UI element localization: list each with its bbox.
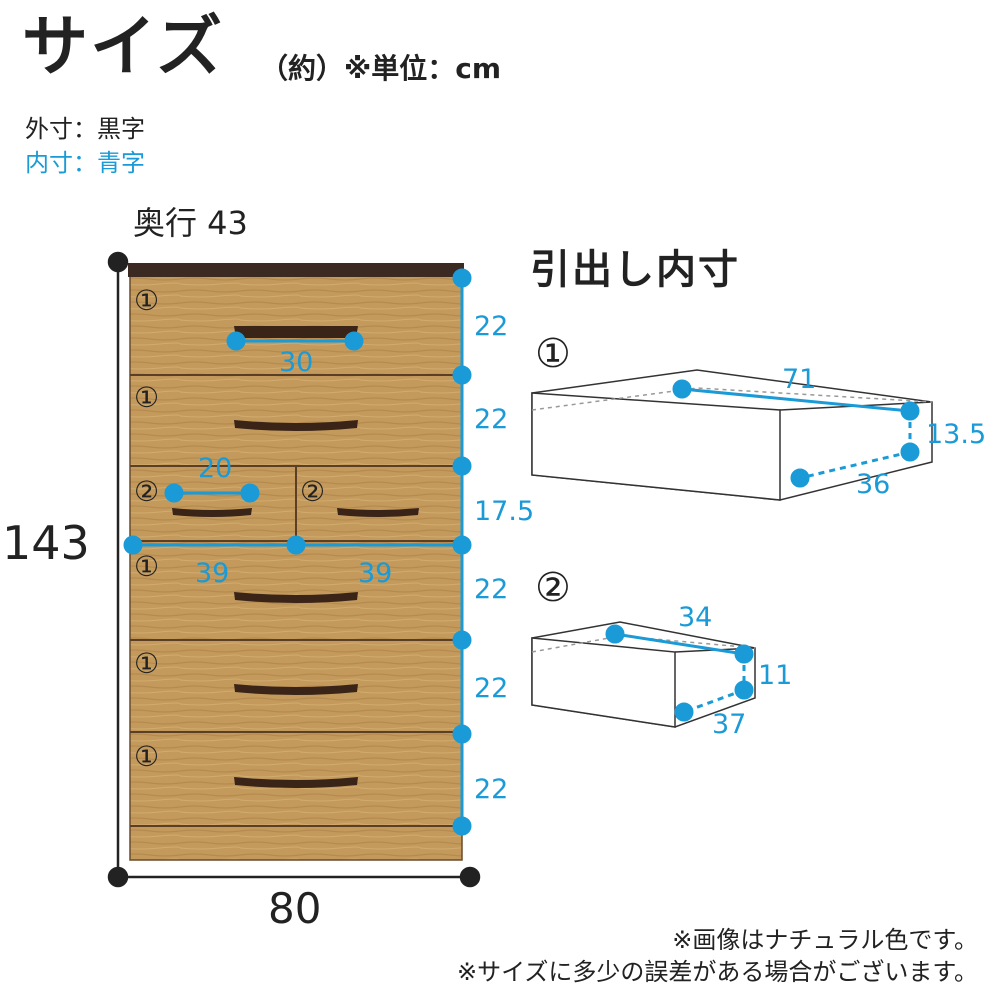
handle-width-1: 30 bbox=[279, 347, 314, 378]
drawer-1-height: 13.5 bbox=[926, 419, 987, 450]
handle-width-2: 20 bbox=[198, 453, 233, 484]
inner-height-1: 22 bbox=[474, 311, 509, 342]
inner-height-2: 22 bbox=[474, 404, 509, 435]
drawer-2-depth: 37 bbox=[712, 709, 747, 740]
chest-body bbox=[129, 269, 463, 861]
drawer-2-height: 11 bbox=[758, 660, 793, 691]
note-color: ※画像はナチュラル色です。 bbox=[672, 926, 978, 954]
page-title: サイズ bbox=[22, 8, 225, 85]
handle-7 bbox=[234, 777, 358, 788]
drawer-1-width: 71 bbox=[782, 364, 817, 395]
drawer-label-7: ① bbox=[134, 740, 160, 773]
drawer-label-4: ② bbox=[300, 475, 326, 508]
drawer-interior-title: 引出し内寸 bbox=[530, 247, 740, 293]
outer-height-label: 143 bbox=[2, 516, 90, 570]
drawer-2-label: ② bbox=[535, 565, 571, 611]
drawer-2-dims bbox=[605, 624, 754, 722]
inner-width-right: 39 bbox=[358, 558, 393, 589]
inner-height-3: 17.5 bbox=[474, 496, 535, 527]
handle-1 bbox=[234, 326, 358, 338]
inner-height-4: 22 bbox=[474, 574, 509, 605]
note-size-error: ※サイズに多少の誤差がある場合がございます。 bbox=[457, 958, 978, 986]
drawer-1-depth: 36 bbox=[856, 469, 891, 500]
inner-height-6: 22 bbox=[474, 774, 509, 805]
legend-outer: 外寸：黒字 bbox=[25, 115, 145, 143]
drawer-label-3: ② bbox=[134, 475, 160, 508]
outer-dimension-lines bbox=[107, 251, 481, 888]
chest-top-board bbox=[128, 263, 464, 277]
inner-height-5: 22 bbox=[474, 673, 509, 704]
handle-5 bbox=[234, 592, 358, 603]
legend-inner: 内寸：青字 bbox=[25, 149, 145, 177]
drawer-label-2: ① bbox=[134, 381, 160, 414]
handle-2 bbox=[234, 420, 358, 431]
handle-6 bbox=[234, 684, 358, 695]
inner-dimension-lines bbox=[123, 268, 472, 836]
unit-note: （約）※単位：cm bbox=[260, 52, 501, 85]
drawer-label-6: ① bbox=[134, 647, 160, 680]
drawer-1-dims bbox=[672, 379, 920, 488]
drawer-label-5: ① bbox=[134, 550, 160, 583]
drawer-2-width: 34 bbox=[678, 602, 713, 633]
handle-4 bbox=[337, 508, 419, 517]
drawer-handles bbox=[172, 326, 419, 788]
outer-width-label: 80 bbox=[268, 884, 322, 933]
depth-label: 奥行 43 bbox=[133, 204, 248, 242]
drawer-1-label: ① bbox=[535, 331, 571, 377]
handle-3 bbox=[172, 508, 252, 517]
inner-width-left: 39 bbox=[195, 558, 230, 589]
drawer-label-1: ① bbox=[134, 284, 160, 317]
